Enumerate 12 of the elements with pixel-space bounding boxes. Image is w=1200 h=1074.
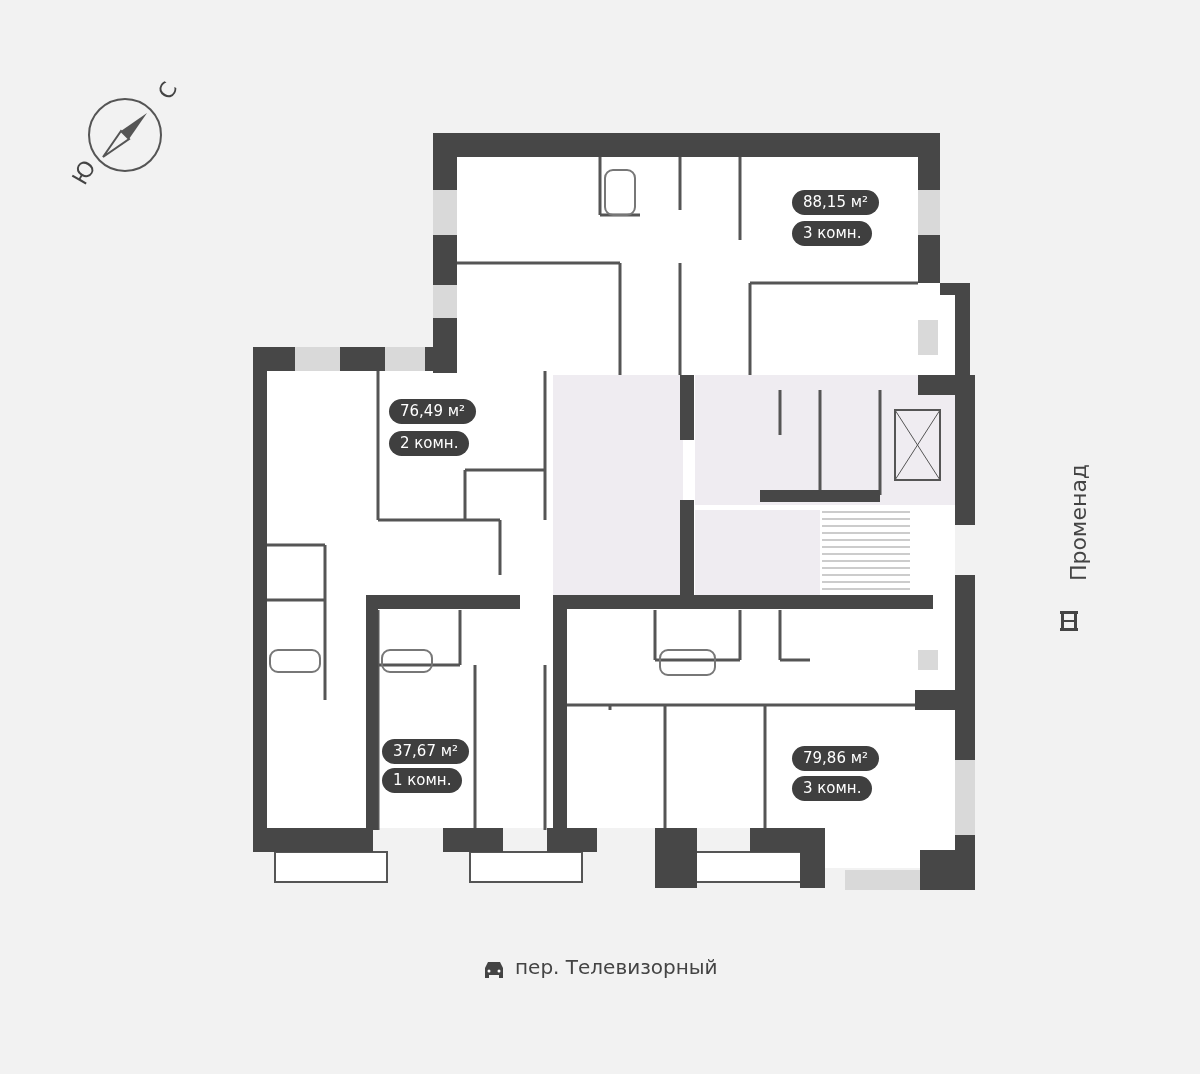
street-label: Променад bbox=[1066, 463, 1092, 582]
street-label: пер. Телевизорный bbox=[515, 955, 718, 979]
compass-direction-label: С bbox=[153, 77, 183, 104]
area-badge: 1 комн. bbox=[382, 768, 463, 793]
area-badge: 3 комн. bbox=[792, 776, 873, 801]
area-badge: 3 комн. bbox=[792, 221, 873, 246]
area-badge: 37,67 м² bbox=[382, 739, 470, 764]
area-badge: 76,49 м² bbox=[389, 399, 477, 424]
area-badge: 79,86 м² bbox=[792, 746, 880, 771]
area-badge: 88,15 м² bbox=[792, 190, 880, 215]
compass-direction-label: Ю bbox=[67, 155, 101, 190]
area-badge: 2 комн. bbox=[389, 431, 470, 456]
